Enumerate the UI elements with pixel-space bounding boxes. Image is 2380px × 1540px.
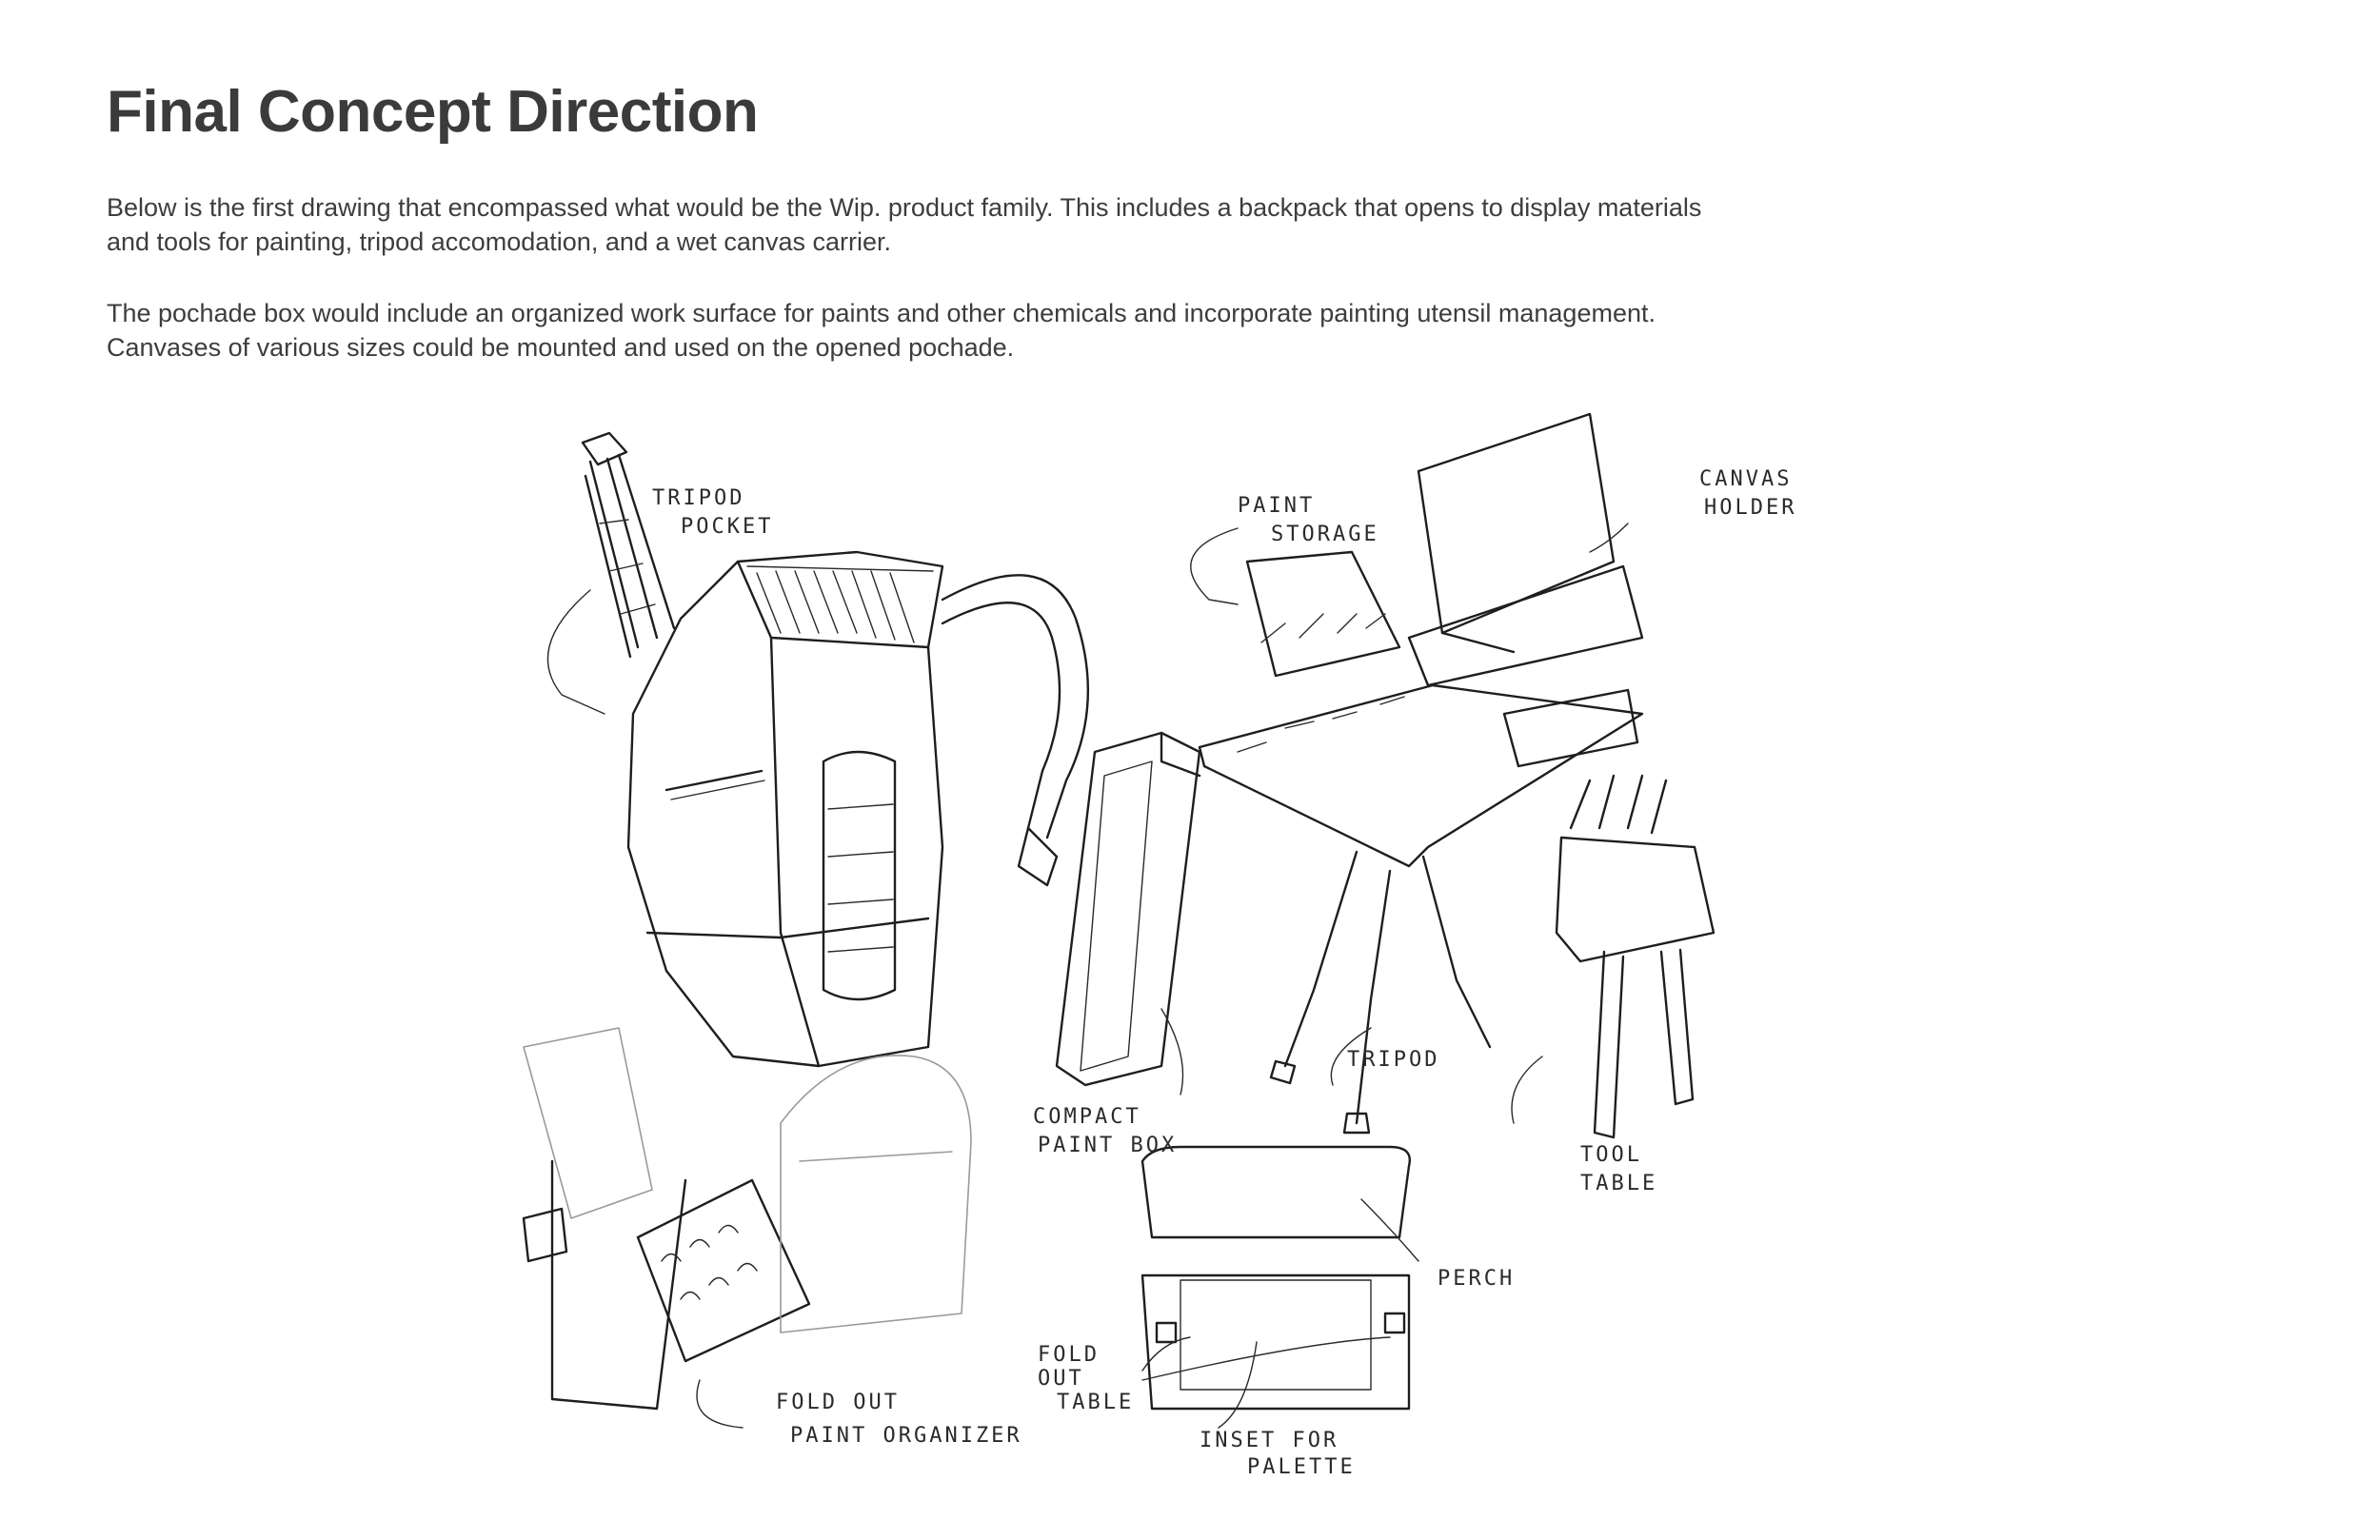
open-backpack-drawing (522, 1027, 972, 1411)
label-canvas-holder-1: CANVAS (1699, 467, 1792, 491)
label-tripod-pocket-1: TRIPOD (652, 486, 744, 510)
label-inset-palette-2: PALETTE (1247, 1455, 1356, 1479)
intro-paragraph: Below is the first drawing that encompas… (107, 193, 1702, 256)
label-paint-storage-1: PAINT (1238, 494, 1315, 518)
label-fold-out-table-1: FOLD (1038, 1343, 1100, 1367)
label-fold-out-table-2: OUT (1038, 1367, 1084, 1391)
perch-drawing (1140, 1145, 1411, 1411)
label-compact-paint-box-1: COMPACT (1033, 1105, 1141, 1129)
label-paint-storage-2: STORAGE (1271, 523, 1379, 546)
label-fold-out-organizer-1: FOLD OUT (776, 1391, 900, 1414)
annotation-leaders (546, 523, 1629, 1429)
label-fold-out-organizer-2: PAINT ORGANIZER (790, 1424, 1022, 1448)
pochade-paragraph: The pochade box would include an organiz… (107, 299, 1656, 362)
pochade-easel-drawing (1198, 412, 1644, 1135)
label-compact-paint-box-2: PAINT BOX (1038, 1134, 1177, 1157)
backpack-drawing (626, 550, 1090, 1068)
label-inset-palette-1: INSET FOR (1200, 1429, 1339, 1452)
label-canvas-holder-2: HOLDER (1704, 496, 1796, 520)
label-fold-out-table-3: TABLE (1057, 1391, 1134, 1414)
page-title: Final Concept Direction (107, 79, 759, 145)
concept-sketch-drawing: TRIPOD POCKET PAINT STORAGE CANVAS HOLDE… (522, 412, 1796, 1479)
label-tool-table-1: TOOL (1580, 1143, 1642, 1167)
label-perch: PERCH (1438, 1267, 1515, 1291)
concept-sketch: TRIPOD POCKET PAINT STORAGE CANVAS HOLDE… (495, 400, 1885, 1494)
tripod-in-pocket-drawing (581, 431, 676, 659)
label-tripod: TRIPOD (1347, 1048, 1439, 1072)
label-tool-table-2: TABLE (1580, 1172, 1657, 1195)
tool-table-drawing (1555, 774, 1716, 1139)
compact-paint-box-drawing (1055, 731, 1201, 1087)
label-tripod-pocket-2: POCKET (681, 515, 773, 539)
